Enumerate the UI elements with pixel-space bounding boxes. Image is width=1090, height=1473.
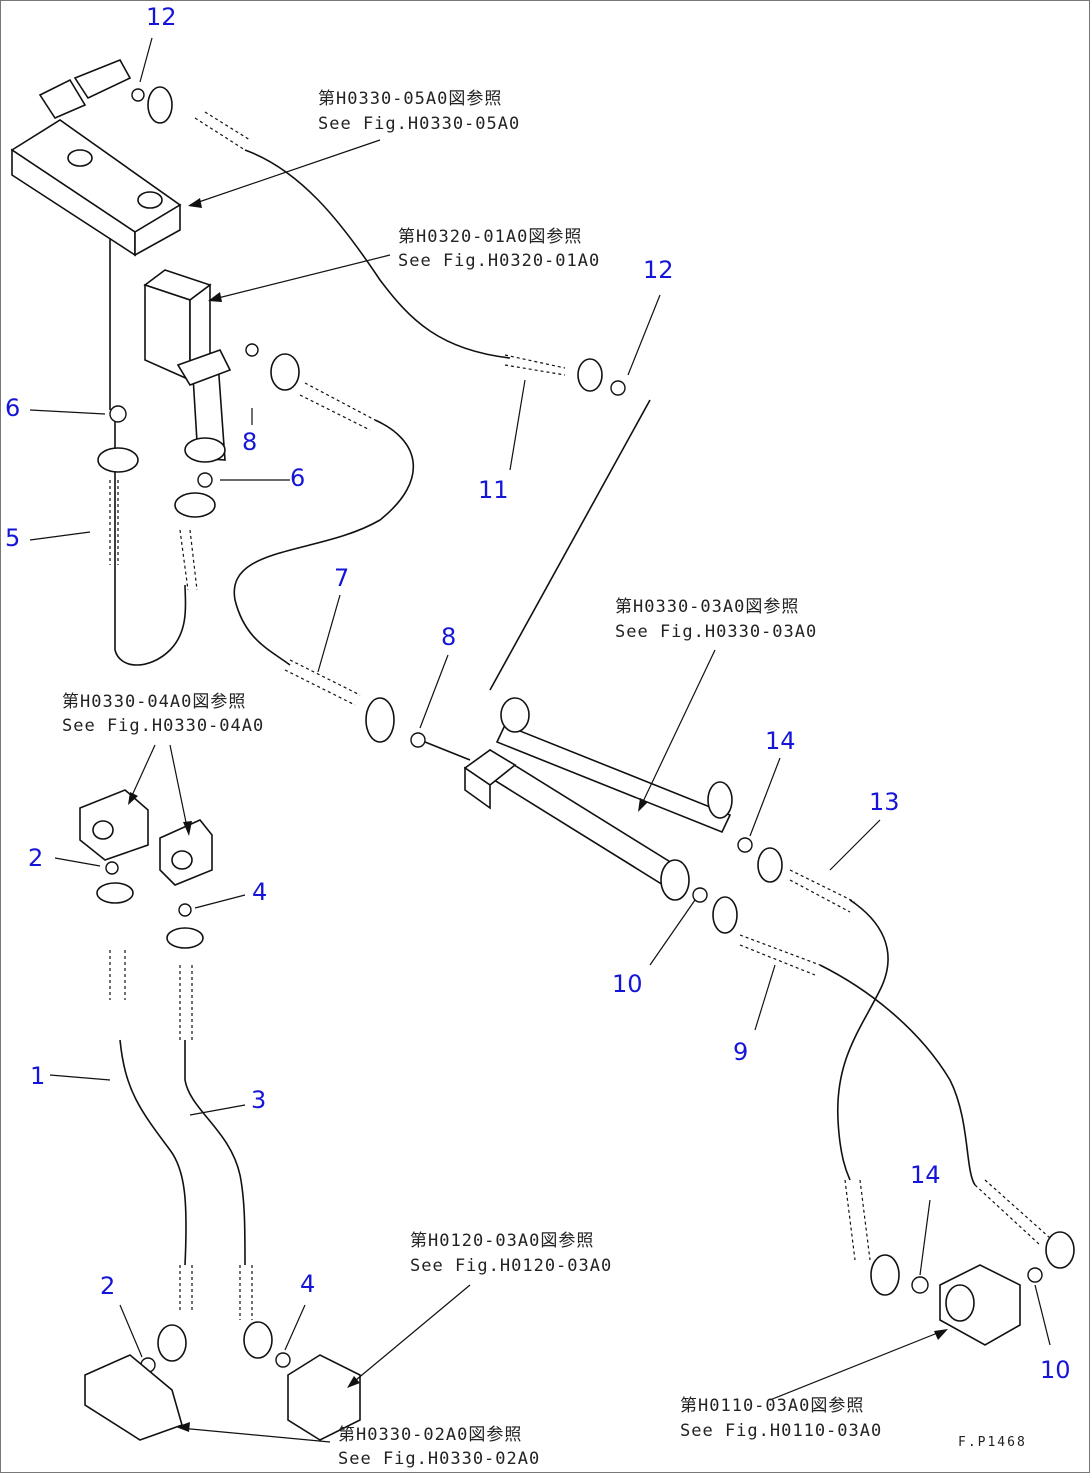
reference-note-line1: 第H0120-03A0図参照 — [410, 1231, 594, 1251]
reference-note-line2: See Fig.H0330-04A0 — [62, 716, 264, 736]
callout-12: 12 — [146, 3, 177, 31]
bottom-middle-block — [287, 1354, 361, 1441]
callout-4: 4 — [252, 878, 267, 906]
o-rings — [105, 88, 1043, 1373]
callout-8: 8 — [441, 623, 456, 651]
reference-note-line2: See Fig.H0330-05A0 — [318, 114, 520, 134]
bottom-left-block — [84, 1354, 183, 1441]
callout-9: 9 — [733, 1038, 748, 1066]
drawing-code: F.P1468 — [958, 1435, 1027, 1450]
reference-note-line2: See Fig.H0330-02A0 — [338, 1449, 540, 1469]
hose-lines — [109, 149, 976, 1266]
callout-8: 8 — [242, 428, 257, 456]
reference-leaders — [128, 139, 948, 1443]
reference-note-line2: See Fig.H0330-03A0 — [615, 622, 817, 642]
reference-note-line1: 第H0330-02A0図参照 — [338, 1425, 522, 1445]
reference-note-line2: See Fig.H0120-03A0 — [410, 1256, 612, 1276]
callout-4: 4 — [300, 1270, 315, 1298]
reference-note-line2: See Fig.H0320-01A0 — [398, 251, 600, 271]
hose-end-sections — [109, 111, 1051, 1320]
callout-2: 2 — [28, 844, 43, 872]
callout-1: 1 — [30, 1062, 45, 1090]
callout-numbers: 12 12 6 8 6 11 5 7 8 14 13 2 4 10 9 1 3 … — [5, 3, 1071, 1384]
callout-6: 6 — [290, 464, 305, 492]
reference-note-line1: 第H0330-05A0図参照 — [318, 89, 502, 109]
valve-blocks — [10, 58, 1021, 1441]
callout-11: 11 — [478, 476, 509, 504]
callout-10: 10 — [1040, 1356, 1071, 1384]
reference-note-line1: 第H0330-04A0図参照 — [62, 692, 246, 712]
callout-6: 6 — [5, 394, 20, 422]
callout-14: 14 — [765, 727, 796, 755]
reference-note-line1: 第H0320-01A0図参照 — [398, 227, 582, 247]
callout-5: 5 — [5, 524, 20, 552]
steel-pipes — [191, 359, 732, 890]
callout-10: 10 — [612, 970, 643, 998]
callout-leaders — [29, 37, 1051, 1358]
reference-notes: 第H0330-05A0図参照 See Fig.H0330-05A0 第H0320… — [62, 89, 882, 1469]
callout-7: 7 — [334, 564, 349, 592]
callout-14: 14 — [910, 1161, 941, 1189]
callout-13: 13 — [869, 788, 900, 816]
reference-note-line1: 第H0110-03A0図参照 — [680, 1396, 864, 1416]
callout-3: 3 — [251, 1086, 266, 1114]
reference-note-line2: See Fig.H0110-03A0 — [680, 1421, 882, 1441]
callout-2: 2 — [100, 1272, 115, 1300]
steel-tube-upper — [495, 723, 732, 834]
callout-12: 12 — [643, 256, 674, 284]
valve-block-left — [79, 789, 149, 861]
reference-note-line1: 第H0330-03A0図参照 — [615, 597, 799, 617]
flanges — [96, 86, 1075, 1362]
